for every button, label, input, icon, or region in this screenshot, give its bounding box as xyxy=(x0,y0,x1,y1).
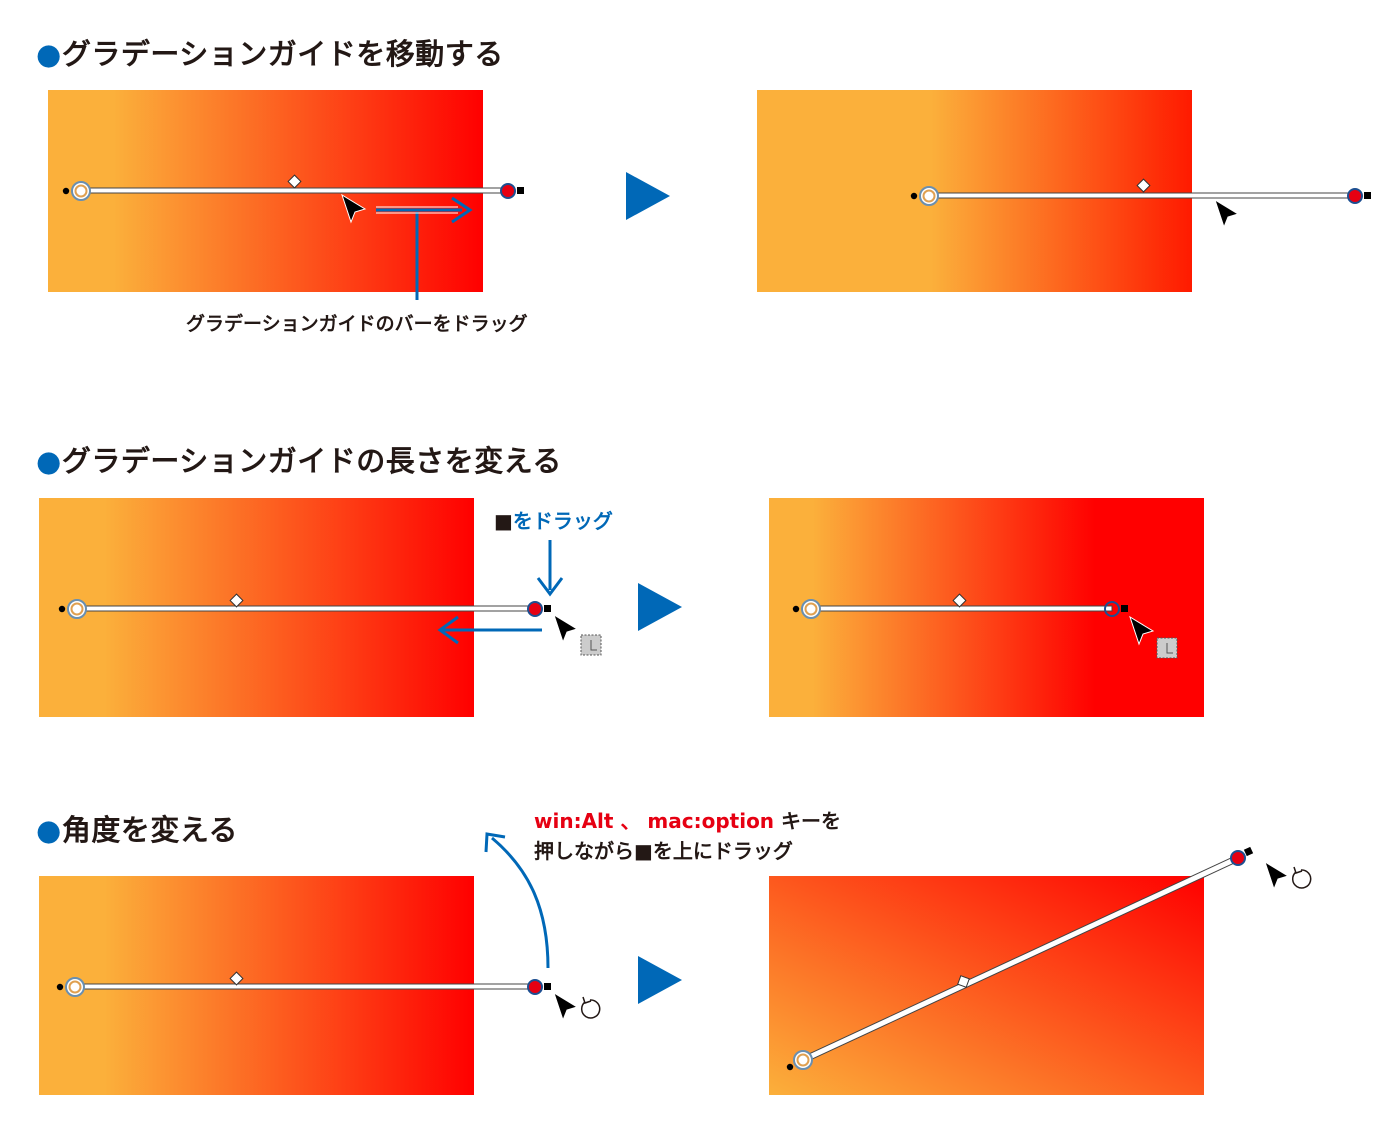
next-step-arrow-icon xyxy=(638,583,682,631)
section-heading-angle: ●角度を変える xyxy=(36,807,238,849)
square-handle-icon: ■ xyxy=(494,509,513,533)
annotation-line-2: 押しながら■を上にドラッグ xyxy=(534,839,793,863)
drag-left-arrow xyxy=(437,615,542,645)
gradient-swatch-after xyxy=(769,876,1204,1095)
annotation-drag-bar: グラデーションガイドのバーをドラッグ xyxy=(186,309,528,336)
annotation-rotate: win:Alt 、 mac:option キーを 押しながら■を上にドラッグ xyxy=(534,806,841,866)
curved-up-arrow xyxy=(484,832,550,969)
cursor-arrow-icon xyxy=(553,614,578,643)
gradient-guide-rotated[interactable] xyxy=(786,846,1254,1071)
bullet-icon: ● xyxy=(36,813,62,847)
annotation-line-1: win:Alt 、 mac:option キーを xyxy=(534,806,841,836)
key-suffix: キーを xyxy=(781,809,842,833)
annotation-text: をドラッグ xyxy=(512,509,613,533)
separator: 、 xyxy=(620,809,641,833)
rotate-cursor-icon xyxy=(1291,866,1312,889)
annotation-drag-handle: ■をドラッグ xyxy=(494,505,613,534)
heading-text: グラデーションガイドを移動する xyxy=(61,37,504,71)
cursor-arrow-icon xyxy=(1214,199,1239,228)
down-arrow xyxy=(536,540,564,597)
bullet-icon: ● xyxy=(36,444,62,478)
rotate-cursor-icon xyxy=(580,996,601,1019)
gradient-guide[interactable] xyxy=(62,174,524,201)
cursor-arrow-icon xyxy=(1264,861,1289,890)
drag-direction-arrow xyxy=(376,196,473,300)
gradient-swatch-after xyxy=(757,90,1192,292)
section-heading-move: ●グラデーションガイドを移動する xyxy=(36,31,504,73)
gradient-guide[interactable] xyxy=(56,971,551,997)
next-step-arrow-icon xyxy=(626,172,670,220)
win-key-label: win:Alt xyxy=(534,809,614,833)
scale-cursor-icon xyxy=(580,634,602,656)
gradient-guide[interactable] xyxy=(58,593,551,619)
mac-key-label: mac:option xyxy=(647,809,775,833)
gradient-guide[interactable] xyxy=(910,178,1371,206)
section-heading-length: ●グラデーションガイドの長さを変える xyxy=(36,438,562,480)
heading-text: グラデーションガイドの長さを変える xyxy=(61,444,562,478)
bullet-icon: ● xyxy=(36,37,62,71)
cursor-arrow-icon xyxy=(553,992,578,1021)
annotation-text: グラデーションガイドのバーをドラッグ xyxy=(186,313,528,335)
heading-text: 角度を変える xyxy=(61,813,238,847)
next-step-arrow-icon xyxy=(638,956,682,1004)
scale-cursor-icon xyxy=(1156,637,1178,659)
gradient-guide[interactable] xyxy=(792,593,1128,619)
